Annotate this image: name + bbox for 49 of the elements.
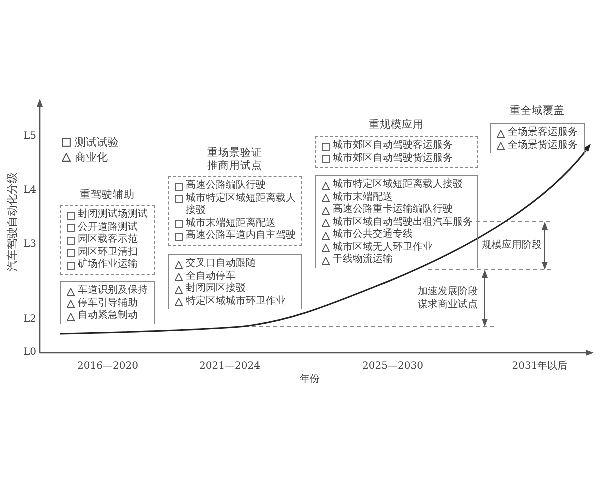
axis-title: 汽车驾驶自动化分级 [6,172,20,272]
legend-label: 商业化 [75,150,108,165]
axis-title: 年份 [300,374,320,386]
category-label: 2016—2020 [78,360,138,374]
list-item: 全场景货运服务 [508,140,578,152]
list-item: 城市区域无人环卫作业 [333,242,433,254]
list-item: 城市末端配送 [333,192,393,204]
list-item: 矿场作业运输 [78,259,138,272]
list-item: 交叉口自动跟随 [186,258,256,270]
axis-tick-label: L0 [24,346,36,360]
list-item: 全场景客运服务 [508,127,578,140]
list-item: 全自动停车 [186,270,236,282]
list-item: 园区载客示范 [78,234,138,246]
list-item: 干线物流运输 [333,254,393,266]
legend-label: 测试试验 [75,135,119,150]
stage-label: 规模应用阶段 [482,240,542,252]
category-label: 2031年以后 [512,360,568,374]
list-item: 城市郊区自动驾驶货运服务 [333,152,453,165]
list-panel [168,254,302,309]
stage-heading: 重驾驶辅助 [80,189,135,202]
stage-heading: 重全域覆盖 [510,105,565,118]
list-item: 自动紧急制动 [78,310,138,322]
category-label: 2025—2030 [362,360,424,374]
stage-heading: 重场景验证推商用试点 [206,147,264,173]
list-item: 高速公路车道内自主驾驶 [186,230,296,242]
stage-heading: 重规模应用 [369,119,424,132]
list-item: 城市末端短距离配送 [186,218,276,230]
list-item: 公开道路测试 [78,222,138,234]
list-item: 封闭测试场测试 [78,209,148,222]
list-item: 高速公路重卡运输编队行驶 [333,204,453,216]
list-item: 特定区域城市环卫作业 [186,296,286,308]
axis-tick-label: L2 [24,314,36,326]
list-item: 城市区域自动驾驶出租汽车服务 [333,216,473,228]
list-panel [60,281,155,324]
axis-tick-label: L3 [24,238,36,252]
list-item: 园区环卫清扫 [78,246,138,258]
axis-tick-label: L4 [24,184,36,198]
axis-tick-label: L5 [24,130,36,144]
list-item: 封闭园区接驳 [186,283,246,296]
list-panel [315,175,478,268]
list-item: 高速公路编队行驶 [186,180,266,192]
list-item: 城市特定区域短距离载人接驳 [333,179,463,192]
list-item: 车道识别及保持 [78,285,148,298]
list-item: 城市特定区域短距离载人接驳 [186,192,297,218]
stage-label: 加速发展阶段谋求商业试点 [417,286,479,312]
list-item: 停车引导辅助 [78,298,138,310]
list-item: 城市公共交通专线 [333,229,413,242]
list-item: 城市郊区自动驾驶客运服务 [333,140,453,152]
category-label: 2021—2024 [200,360,260,374]
